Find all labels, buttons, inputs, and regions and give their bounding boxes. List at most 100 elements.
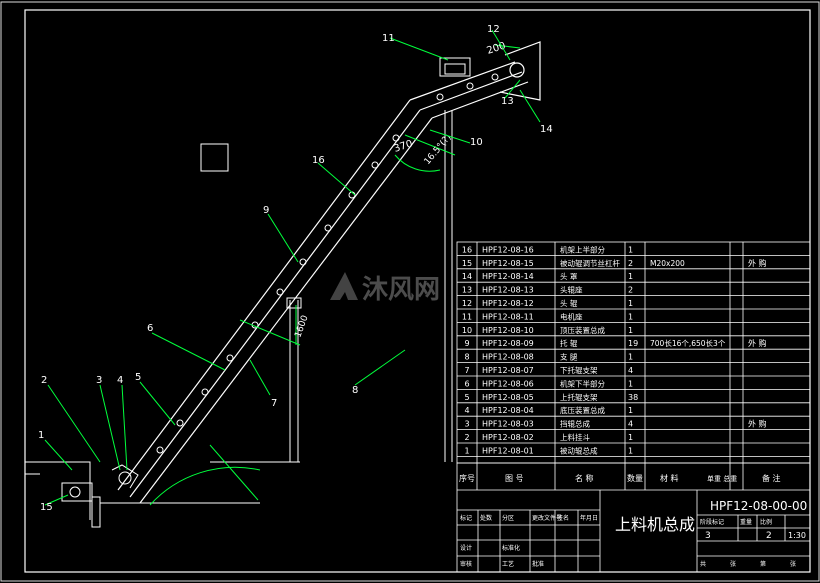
sheet-total: 3	[705, 531, 711, 541]
bom-header-name: 名 称	[575, 473, 594, 483]
bom-cell-name: 下托辊支架	[560, 365, 598, 375]
title-block-label: 阶段标记	[700, 518, 724, 526]
bom-cell-name: 顶压装置总成	[560, 325, 605, 335]
bom-cell-note: 外 购	[748, 419, 767, 429]
bom-cell-name: 被动辊总成	[560, 445, 598, 455]
bom-cell-name: 挡辊总成	[560, 419, 590, 429]
watermark-logo-icon	[330, 272, 358, 300]
bom-cell-no: 6	[464, 379, 469, 388]
bom-cell-no: 9	[464, 339, 469, 348]
dimension-lines	[149, 44, 521, 506]
bom-cell-code: HPF12-08-15	[482, 259, 534, 268]
bom-cell-no: 16	[462, 245, 472, 254]
bom-cell-qty: 1	[628, 379, 633, 388]
bom-cell-code: HPF12-08-10	[482, 326, 534, 335]
bom-cell-code: HPF12-08-03	[482, 420, 534, 429]
bom-cell-qty: 1	[628, 406, 633, 415]
bom-cell-code: HPF12-08-14	[482, 272, 534, 281]
bom-cell-code: HPF12-08-11	[482, 312, 534, 321]
title-block-label: 标记	[460, 514, 472, 522]
title-block-label: 共	[700, 560, 706, 568]
bom-cell-qty: 2	[628, 259, 633, 268]
bom-cell-material: M20x200	[650, 259, 685, 268]
title-block	[456, 462, 811, 573]
title-block-label: 比例	[760, 518, 772, 526]
bom-cell-name: 支 腿	[560, 352, 578, 362]
bom-cell-qty: 4	[628, 366, 633, 375]
drawing-number: HPF12-08-00-00	[710, 499, 807, 513]
callout-16: 16	[312, 155, 325, 166]
bom-cell-qty: 1	[628, 353, 633, 362]
callout-11: 11	[382, 33, 395, 44]
bom-cell-qty: 1	[628, 245, 633, 254]
callout-4: 4	[117, 375, 123, 386]
title-block-label: 张	[790, 560, 796, 568]
bom-cell-name: 头辊座	[560, 285, 583, 295]
bom-header-no: 序号	[459, 473, 475, 483]
bom-cell-qty: 1	[628, 272, 633, 281]
title-block-label: 审核	[460, 560, 472, 568]
callout-8: 8	[352, 385, 358, 396]
title-block-label: 重量	[740, 518, 752, 526]
dim-angle: 16.5°(?)	[423, 133, 454, 167]
bom-header-weight: 单重 总重	[707, 474, 737, 483]
title-block-label: 年月日	[580, 514, 598, 522]
callout-1: 1	[38, 430, 44, 441]
bom-cell-code: HPF12-08-06	[482, 379, 534, 388]
bom-cell-no: 2	[464, 433, 469, 442]
callout-14: 14	[540, 124, 553, 135]
bom-header-note: 备 注	[762, 473, 781, 483]
bom-cell-name: 头 辊	[560, 298, 578, 308]
support-legs	[286, 57, 471, 462]
callout-9: 9	[263, 205, 269, 216]
bom-cell-qty: 1	[628, 326, 633, 335]
callout-leaders	[44, 29, 541, 506]
title-block-label: 工艺	[502, 560, 514, 568]
drawing-scale: 1:30	[788, 531, 806, 540]
bom-cell-qty: 1	[628, 433, 633, 442]
bom-cell-qty: 19	[628, 339, 638, 348]
bom-cell-name: 托 辊	[560, 338, 578, 348]
callout-13: 13	[501, 96, 514, 107]
bom-cell-qty: 1	[628, 299, 633, 308]
bom-cell-code: HPF12-08-09	[482, 339, 534, 348]
callout-3: 3	[96, 375, 102, 386]
bom-cell-no: 10	[462, 326, 472, 335]
bom-header-material: 材 料	[660, 473, 679, 483]
callout-10: 10	[470, 137, 483, 148]
bom-cell-code: HPF12-08-08	[482, 353, 534, 362]
bom-cell-no: 5	[464, 393, 469, 402]
head-cover	[499, 41, 541, 101]
bom-header-code: 图 号	[505, 474, 524, 483]
bom-cell-qty: 2	[628, 286, 633, 295]
title-block-label: 设计	[460, 544, 472, 552]
drawing-title: 上料机总成	[615, 515, 695, 534]
rollers	[156, 73, 499, 454]
bom-cell-qty: 1	[628, 312, 633, 321]
bom-cell-code: HPF12-08-05	[482, 393, 534, 402]
reference-square	[200, 143, 229, 172]
title-block-label: 签名	[557, 514, 569, 522]
title-block-label: 分区	[502, 514, 514, 522]
bom-cell-name: 上托辊支架	[560, 392, 598, 402]
bom-table	[456, 241, 811, 490]
bom-cell-material: 700长16个,650长3个	[650, 338, 726, 348]
bom-cell-note: 外 购	[748, 258, 767, 268]
title-block-label: 处数	[480, 514, 492, 522]
title-block-label: 标准化	[502, 544, 520, 552]
callout-12: 12	[487, 24, 500, 35]
bom-cell-no: 11	[462, 312, 472, 321]
bom-cell-code: HPF12-08-16	[482, 245, 534, 254]
bom-cell-no: 12	[462, 299, 472, 308]
bom-cell-code: HPF12-08-13	[482, 286, 534, 295]
bom-cell-code: HPF12-08-04	[482, 406, 534, 415]
sheet-number: 2	[766, 531, 772, 541]
watermark-text: 沐风网	[362, 275, 440, 305]
bom-cell-no: 1	[464, 446, 469, 455]
bom-cell-name: 机架下半部分	[560, 378, 605, 388]
dim-top-length: 200	[486, 40, 508, 56]
bom-cell-no: 15	[462, 259, 472, 268]
bom-cell-no: 3	[464, 420, 469, 429]
